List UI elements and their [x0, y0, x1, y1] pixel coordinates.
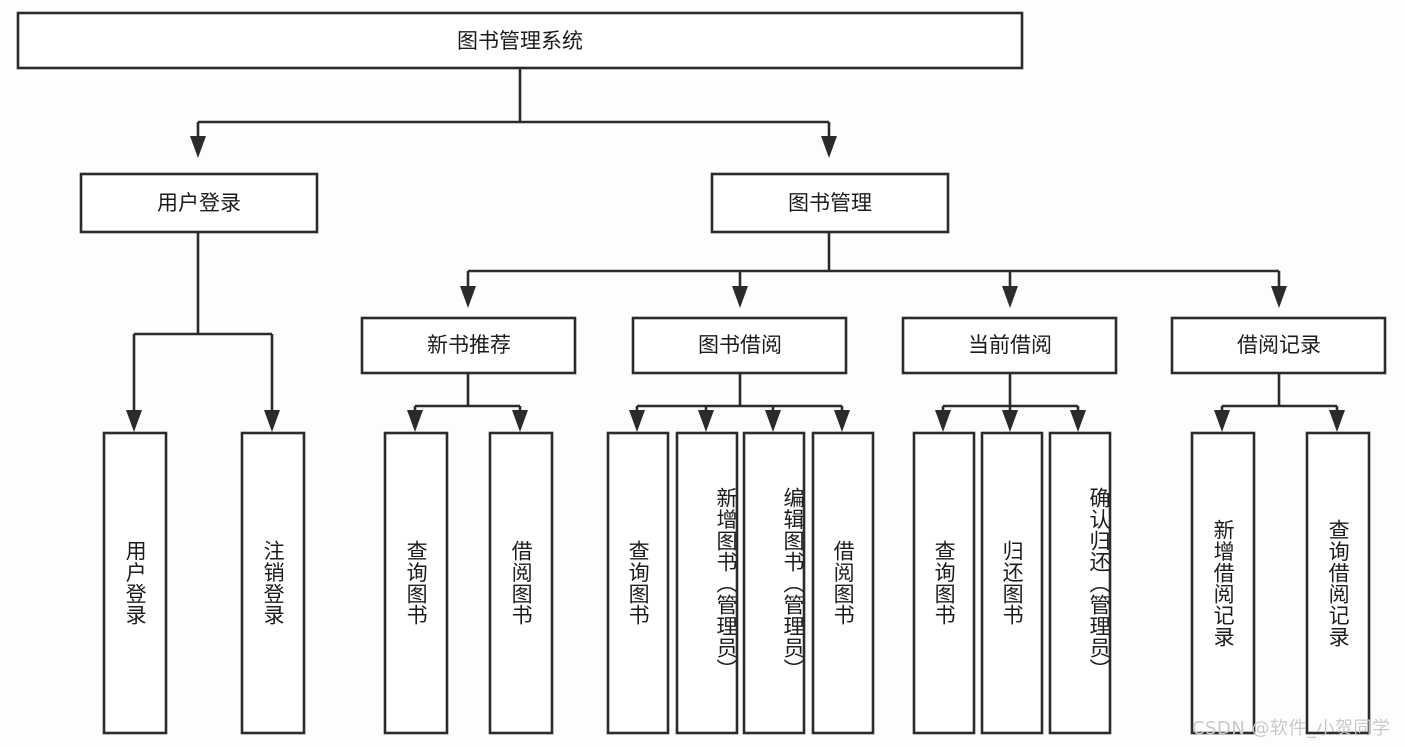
leaf-box-bookborrow-add[interactable]	[675, 431, 739, 735]
arrow-newbook-leaf-1	[407, 410, 423, 432]
leaf-box-currentborrow-return[interactable]	[980, 431, 1044, 735]
csdn-watermark: CSDN @软件_小贺同学	[1192, 718, 1391, 739]
leaf-box-currentborrow-confirm[interactable]	[1048, 431, 1112, 735]
node-book-management[interactable]: 图书管理	[710, 172, 950, 234]
arrow-currentborrow-leaf-1	[935, 410, 951, 432]
arrow-bookmgmt-child-4	[1271, 286, 1287, 308]
node-book-borrow-label: 图书借阅	[698, 333, 782, 357]
arrow-currentborrow-leaf-3	[1070, 410, 1086, 432]
node-borrow-record-box[interactable]	[1170, 316, 1387, 375]
node-book-management-box[interactable]	[710, 172, 950, 234]
arrow-bookmgmt-child-2	[732, 286, 748, 308]
node-current-borrow[interactable]: 当前借阅	[901, 316, 1118, 375]
leaf-box-currentborrow-query[interactable]	[912, 431, 976, 735]
arrow-root-to-book-mgmt	[821, 136, 837, 158]
node-new-book-recommend[interactable]: 新书推荐	[360, 316, 577, 375]
arrow-userlogin-leaf-1	[126, 410, 142, 432]
node-root-label: 图书管理系统	[457, 29, 583, 53]
leaf-box-borrowrecord-query[interactable]	[1305, 431, 1371, 735]
leaf-box-user-login-logout[interactable]	[240, 431, 306, 735]
node-borrow-record[interactable]: 借阅记录	[1170, 316, 1387, 375]
node-user-login-label: 用户登录	[157, 191, 241, 215]
leaf-box-bookborrow-query[interactable]	[606, 431, 670, 735]
node-new-book-recommend-label: 新书推荐	[427, 333, 511, 357]
node-book-borrow[interactable]: 图书借阅	[631, 316, 848, 375]
node-book-management-label: 图书管理	[788, 191, 872, 215]
leaf-box-bookborrow-edit[interactable]	[742, 431, 806, 735]
arrow-borrowrecord-leaf-2	[1329, 410, 1345, 432]
arrow-bookborrow-leaf-1	[629, 410, 645, 432]
arrow-bookborrow-leaf-4	[834, 410, 850, 432]
arrow-bookborrow-leaf-3	[765, 410, 781, 432]
node-borrow-record-label: 借阅记录	[1237, 333, 1321, 357]
arrow-bookmgmt-child-3	[1002, 286, 1018, 308]
arrow-bookborrow-leaf-2	[698, 410, 714, 432]
node-user-login[interactable]: 用户登录	[79, 172, 319, 234]
leaf-box-bookborrow-borrow[interactable]	[811, 431, 875, 735]
node-book-borrow-box[interactable]	[631, 316, 848, 375]
node-current-borrow-box[interactable]	[901, 316, 1118, 375]
arrow-currentborrow-leaf-2	[1002, 410, 1018, 432]
arrow-newbook-leaf-2	[512, 410, 528, 432]
arrow-bookmgmt-child-1	[460, 286, 476, 308]
node-current-borrow-label: 当前借阅	[968, 333, 1052, 357]
node-user-login-box[interactable]	[79, 172, 319, 234]
leaf-box-user-login-login[interactable]	[102, 431, 168, 735]
arrow-root-to-user-login	[190, 136, 206, 158]
connectors	[126, 68, 1345, 432]
arrow-borrowrecord-leaf-1	[1214, 410, 1230, 432]
arrow-userlogin-leaf-2	[264, 410, 280, 432]
node-root-book-management-system[interactable]: 图书管理系统	[16, 11, 1024, 70]
leaf-box-newbook-query[interactable]	[383, 431, 449, 735]
leaf-box-borrowrecord-add[interactable]	[1190, 431, 1256, 735]
leaf-box-newbook-borrow[interactable]	[488, 431, 554, 735]
node-new-book-recommend-box[interactable]	[360, 316, 577, 375]
node-root-box[interactable]	[16, 11, 1024, 70]
